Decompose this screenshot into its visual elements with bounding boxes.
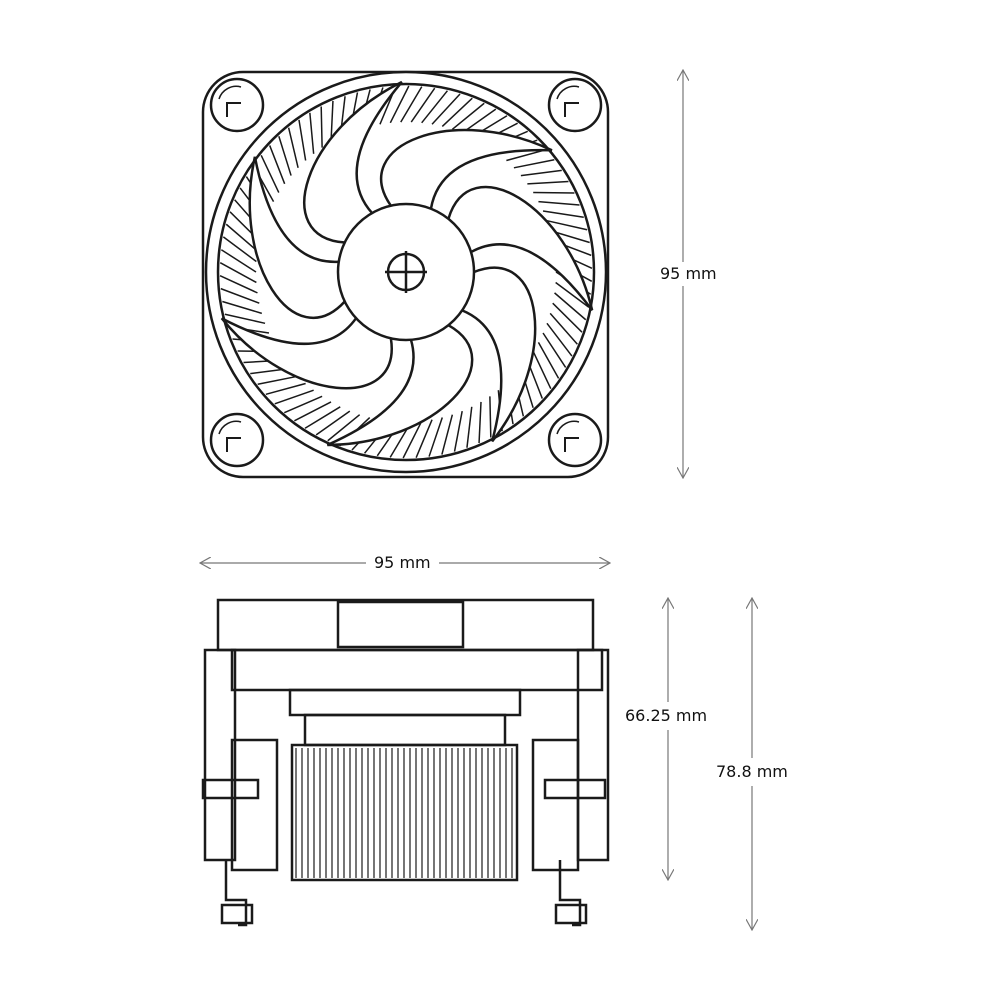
cooler-side-view: [201, 598, 610, 927]
fan-blade: [461, 266, 537, 443]
heatsink-fin: [224, 313, 266, 325]
fan-top-view: [201, 70, 610, 479]
heatsink-fin: [537, 342, 560, 379]
mounting-clip: [547, 412, 603, 468]
heatsink-fin: [421, 90, 449, 124]
heatsink-fin: [400, 86, 423, 123]
heatsink-fin: [552, 302, 583, 333]
heatsink-fin: [542, 332, 567, 368]
heatsink-fin: [431, 93, 461, 125]
heatsink-fin: [283, 395, 323, 414]
heatsink-fin: [222, 300, 263, 315]
dim-label-fan-height: 66.25 mm: [625, 702, 708, 730]
hub-logo-icon: [385, 251, 427, 293]
heatsink-fin: [260, 154, 280, 193]
fan-blade: [220, 317, 393, 390]
heatsink-fin: [294, 401, 332, 422]
heatsink-fin: [513, 159, 555, 169]
heatsink-fin: [402, 420, 423, 459]
heatsink-fin: [478, 401, 482, 444]
heatsink-fin: [225, 223, 258, 252]
heatsink-fin: [304, 406, 341, 429]
heatsink-fin: [520, 169, 562, 177]
mounting-clip: [209, 77, 265, 133]
heatsink-fin: [278, 136, 292, 176]
fan-blade: [248, 156, 346, 319]
fan-blade: [303, 80, 403, 244]
heatsink-fin: [219, 274, 258, 294]
shroud: [288, 688, 522, 717]
heatsink-fin: [533, 191, 575, 194]
heatsink-fin: [441, 414, 454, 455]
heatsink-fin: [315, 410, 351, 436]
heatsink-fin: [554, 292, 587, 321]
dim-label-top-height: 95 mm: [660, 262, 717, 286]
heatsink-fin: [287, 127, 299, 168]
fan-blade: [326, 324, 474, 447]
push-pin-left: [224, 860, 248, 927]
fan-blade: [379, 128, 553, 209]
heatsink-fin: [428, 417, 443, 457]
heatsink-fin: [453, 410, 463, 452]
heatsink-fin: [532, 351, 552, 390]
mounting-clip: [209, 412, 265, 468]
heatsink-fin: [410, 87, 436, 123]
fan-blade: [447, 185, 594, 311]
heatsink-fin: [441, 97, 473, 128]
fan-top-frame: [216, 598, 595, 652]
heatsink-fin: [257, 375, 299, 385]
heatsink-fin: [274, 389, 314, 405]
rotate-arrow-icon: [218, 85, 242, 100]
heatsink-fin: [220, 249, 257, 273]
heatsink-fin: [527, 180, 569, 185]
dim-label-total-height: 78.8 mm: [716, 758, 788, 786]
push-pin-right: [558, 860, 582, 927]
heatsink-fin: [451, 102, 485, 130]
heatsink-fin: [542, 210, 584, 218]
heatsink-fin: [415, 419, 433, 459]
heatsink-fin: [489, 396, 492, 438]
heatsink-fin: [466, 406, 473, 448]
heatsink-fin: [327, 414, 361, 442]
fin-ring: [216, 82, 596, 462]
rotate-arrow-icon: [218, 420, 242, 435]
heatsink-fin: [265, 382, 306, 396]
heatsink-fin: [268, 145, 286, 185]
dim-label-width: 95 mm: [366, 553, 439, 573]
heatsink-fin: [220, 287, 260, 304]
rotate-arrow-icon: [556, 85, 580, 100]
heatsink-fin: [320, 106, 323, 148]
heatsink-fin: [219, 262, 257, 284]
heatsink-fin: [506, 148, 547, 162]
rotate-arrow-icon: [556, 420, 580, 435]
heatsink-fin: [222, 236, 257, 263]
heatsink-fin: [546, 322, 573, 357]
heatsink-fin: [330, 100, 334, 143]
heatsink-fin: [309, 112, 315, 154]
heatsink-fin: [555, 281, 590, 308]
heatsink-fin: [546, 219, 588, 231]
heatsink-fin: [549, 312, 578, 345]
heatsink-fin: [298, 119, 307, 161]
heatsink-fin: [389, 85, 410, 124]
heatsink: [290, 743, 519, 882]
heatsink-fin: [538, 200, 580, 206]
fan-body: [230, 648, 604, 692]
mounting-clip: [547, 77, 603, 133]
